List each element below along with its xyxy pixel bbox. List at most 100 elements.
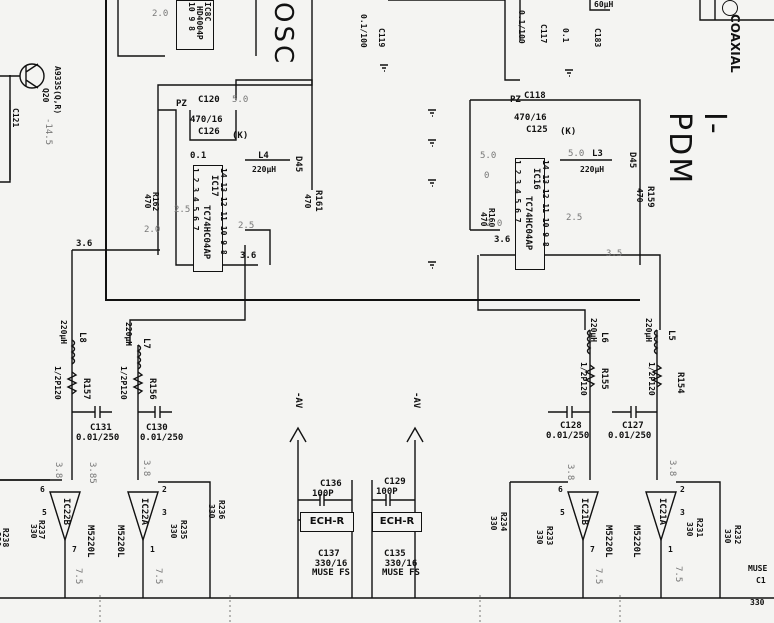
- resistor-r161-value: 470: [303, 194, 312, 209]
- voltage-2-5-b: 2.5: [238, 221, 255, 231]
- capacitor-c129-ref: C129: [384, 477, 406, 487]
- resistor-r237-value: 330: [29, 524, 38, 539]
- diode-d45-left: D45: [293, 156, 303, 173]
- voltage-minus-av-right: -AV: [411, 392, 421, 409]
- transistor-q20-part: A933S(Q,R): [53, 66, 62, 115]
- voltage-2-0-a: 2.0: [144, 225, 161, 235]
- ipdm-title: I-PDM: [662, 112, 732, 186]
- capacitor-c137-ref: C137: [318, 549, 340, 559]
- ic22a-pin-out: 1: [150, 545, 155, 554]
- ic16-ref: IC16: [531, 168, 541, 190]
- capacitor-c135-ref: C135: [384, 549, 406, 559]
- resistor-r157-value: 1/2P120: [53, 366, 62, 400]
- resistor-r236-value: 330: [207, 504, 216, 519]
- ic8c-pins: 10 9 8: [187, 2, 196, 31]
- resistor-r231: R231: [695, 518, 704, 538]
- voltage-3-5: 3.5: [606, 249, 623, 259]
- voltage-3-6-c: 3.6: [494, 235, 511, 245]
- coaxial-title: COAXIAL: [728, 14, 742, 73]
- capacitor-c125-value: (K): [560, 127, 577, 137]
- voltage-7-5-d: 7.5: [673, 566, 683, 583]
- inductor-60uh-value: 60µH: [594, 0, 614, 9]
- ic17-pins-top: 14 13 12 11 10 9 8: [219, 168, 228, 255]
- voltage-2-0-c: 2.0: [152, 9, 169, 19]
- ic22a-pin-a: 2: [162, 485, 167, 494]
- resistor-r235-value: 330: [169, 524, 178, 539]
- resistor-r157-ref: R157: [81, 378, 91, 400]
- capacitor-c128-value: 0.01/250: [546, 431, 590, 441]
- ic21b-pin-a: 6: [558, 485, 563, 494]
- capacitor-c1-ref: C1: [756, 576, 766, 585]
- ic22b-part: M5220L: [85, 525, 95, 558]
- capacitor-c183-ref: C183: [593, 28, 602, 48]
- voltage-2-0-b: 2.0: [486, 219, 503, 229]
- resistor-r237: R237: [37, 520, 46, 540]
- inductor-l7-value: 220µH: [124, 322, 133, 347]
- voltage-3-8-a: 3.8: [53, 462, 63, 479]
- voltage-0: 0: [484, 171, 490, 181]
- inductor-l7-ref: L7: [141, 338, 151, 349]
- resistor-r162-ref: R162: [151, 192, 160, 212]
- pz-label-left: PZ: [176, 99, 187, 109]
- ic21b-ref: IC21B: [579, 498, 589, 526]
- voltage-5-0-a: 5.0: [232, 95, 249, 105]
- resistor-r231-value: 330: [685, 522, 694, 537]
- ic17-part: TC74HC04AP: [201, 205, 211, 260]
- resistor-r159-value: 470: [635, 188, 644, 203]
- voltage-3-85: 3.85: [87, 462, 97, 484]
- voltage-minus-14-5: -14.5: [43, 118, 53, 146]
- ic21b-part: M5220L: [603, 525, 613, 558]
- ic16-pins-bottom: 1 2 3 4 5 6 7: [513, 160, 522, 223]
- inductor-l6-value: 220µH: [589, 318, 598, 343]
- ech-r-box-left: ECH-R: [300, 512, 354, 532]
- voltage-7-5-b: 7.5: [153, 568, 163, 585]
- resistor-r155-ref: R155: [599, 368, 609, 390]
- resistor-r154-value: 1/2P120: [647, 362, 656, 396]
- voltage-5-0-c: 5.0: [568, 149, 585, 159]
- inductor-l8-ref: L8: [77, 332, 87, 343]
- inductor-l3-value: 220µH: [580, 165, 605, 174]
- voltage-0-1: 0.1: [190, 151, 207, 161]
- capacitor-c136-value: 100P: [312, 489, 334, 499]
- voltage-2-5-a: 2.5: [174, 205, 191, 215]
- ic21b-pin-out: 7: [590, 545, 595, 554]
- capacitor-c118-ref: C118: [524, 91, 546, 101]
- ic22b-pin-b: 5: [42, 508, 47, 517]
- resistor-r156-value: 1/2P120: [119, 366, 128, 400]
- ic8c-ref: IC8C: [203, 2, 212, 22]
- capacitor-c127-ref: C127: [622, 421, 644, 431]
- resistor-r162-value: 470: [143, 194, 152, 209]
- capacitor-c128-ref: C128: [560, 421, 582, 431]
- resistor-r234-value: 330: [489, 516, 498, 531]
- voltage-3-8-d: 3.8: [667, 460, 677, 477]
- voltage-3-8-c: 3.8: [565, 464, 575, 481]
- resistor-r232: R232: [733, 525, 742, 545]
- voltage-3-6-a: 3.6: [76, 239, 93, 249]
- voltage-7-5-c: 7.5: [593, 568, 603, 585]
- ic16-body: [515, 158, 545, 270]
- resistor-r156-ref: R156: [147, 378, 157, 400]
- resistor-r235: R235: [179, 520, 188, 540]
- transistor-q20-ref: Q20: [41, 88, 50, 103]
- voltage-3-6-b: 3.6: [240, 251, 257, 261]
- ic21a-pin-b: 3: [680, 508, 685, 517]
- inductor-l4-value: 220µH: [252, 165, 277, 174]
- capacitor-c117-value: 0.1/100: [517, 10, 526, 44]
- capacitor-c126-value: (K): [232, 131, 249, 141]
- voltage-3-8-b: 3.8: [141, 460, 151, 477]
- ic22a-ref: IC22A: [139, 498, 149, 526]
- ic22a-pin-b: 3: [162, 508, 167, 517]
- capacitor-c121-ref: C121: [11, 108, 20, 128]
- ic17-pins-bottom: 1 2 3 4 5 6 7: [191, 168, 200, 231]
- ic21b-pin-b: 5: [560, 508, 565, 517]
- capacitor-c119-value: 0.1/100: [359, 14, 368, 48]
- pz-label-right: PZ: [510, 95, 521, 105]
- capacitor-c120-ref: C120: [198, 95, 220, 105]
- capacitor-c127-value: 0.01/250: [608, 431, 652, 441]
- capacitor-c130-ref: C130: [146, 423, 168, 433]
- capacitor-c125-ref: C125: [526, 125, 548, 135]
- ic21a-ref: IC21A: [657, 498, 667, 526]
- ic21a-part: M5220L: [631, 525, 641, 558]
- voltage-2-5-c: 2.5: [566, 213, 583, 223]
- capacitor-c131-ref: C131: [90, 423, 112, 433]
